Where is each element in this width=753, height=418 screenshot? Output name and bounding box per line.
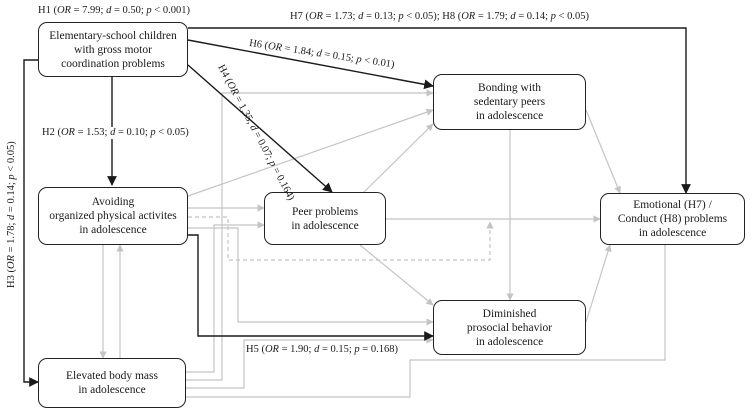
path-h1 [188, 27, 691, 194]
label-h7-or-symbol: OR [308, 11, 323, 22]
label-h3-or: 1.78 [6, 225, 17, 244]
label-h1-p-symbol: p [146, 5, 152, 16]
label-h5-d: 0.15 [330, 344, 349, 355]
box-bonding-line-3: in adolescence [475, 110, 544, 122]
path-h5 [188, 234, 434, 341]
path-prosocial-to-emotional [585, 244, 612, 323]
box-elementary-line-3: coordination problems [61, 57, 165, 70]
label-h7-p: < 0.05 [406, 11, 434, 22]
label-h1-d: 0.50 [122, 5, 141, 16]
path-h6 [187, 39, 434, 90]
box-avoiding-line-3: in adolescence [79, 224, 147, 236]
box-peer-problems-line-1: Peer problems [291, 205, 359, 218]
label-h6-d-symbol: d [315, 48, 323, 60]
path-body-to-emotional [186, 245, 666, 398]
label-h7-d-symbol: d [358, 11, 364, 22]
label-h6-p-symbol: p [355, 54, 363, 66]
label-h5-p: = 0.168 [362, 344, 395, 355]
label-h8-d-symbol: d [510, 11, 516, 22]
label-h3-d: 0.14 [6, 185, 17, 204]
box-prosocial-line-2: prosocial behavior [466, 321, 553, 334]
box-bonding: Bonding with sedentary peers in adolesce… [433, 74, 586, 130]
box-elementary-line-1: Elementary-school children [49, 29, 177, 42]
path-body-to-peer [186, 221, 265, 373]
label-h8-p: < 0.05 [558, 11, 586, 22]
label-h2-id: H2 [42, 127, 55, 138]
box-bonding-line-1: Bonding with [478, 82, 541, 94]
label-h2-or-symbol: OR [60, 127, 75, 138]
box-elementary: Elementary-school children with gross mo… [38, 22, 188, 77]
label-h8-or-symbol: OR [461, 11, 476, 22]
label-h5: H5 (OR = 1.90; d = 0.15; p = 0.168) [246, 344, 398, 355]
label-h1-id: H1 [38, 5, 51, 16]
label-h8-d: 0.14 [526, 11, 546, 22]
path-h3 [23, 59, 40, 387]
box-elementary-line-2: with gross motor [74, 43, 152, 56]
box-bonding-line-2: sedentary peers [473, 96, 546, 108]
box-peer-problems-line-2: in adolescence [291, 219, 359, 232]
label-h6-d: 0.15 [331, 50, 352, 65]
secondary-paths [99, 89, 666, 398]
label-h6-or: 1.84 [292, 44, 312, 59]
label-h7-or: 1.73 [334, 11, 353, 22]
label-h1-or-symbol: OR [56, 5, 71, 16]
label-h3-p: < 0.05 [6, 144, 17, 172]
box-body-mass-line-2: in adolescence [78, 384, 146, 396]
box-prosocial-line-1: Diminished [482, 307, 537, 320]
path-peer-to-bonding [359, 123, 434, 197]
box-avoiding: Avoiding organized physical activites in… [38, 187, 188, 245]
label-h8-or: 1.79 [486, 11, 505, 22]
label-h5-id: H5 [246, 344, 259, 355]
box-body-mass: Elevated body mass in adolescence [38, 358, 186, 408]
label-h1: H1 (OR = 7.99; d = 0.50; p < 0.001) [38, 5, 190, 16]
label-h2-p-symbol: p [150, 127, 156, 138]
box-avoiding-line-2: organized physical activites [49, 210, 177, 222]
path-avoiding-to-bonding [187, 108, 434, 197]
label-h5-d-symbol: d [314, 344, 320, 355]
label-h3-or-symbol: OR [6, 255, 17, 270]
label-h3: H3 (OR = 1.78; d = 0.14; p < 0.05) [6, 141, 17, 288]
path-avoiding-dashed [188, 216, 494, 261]
path-body-to-prosocial [186, 336, 434, 389]
path-bonding-to-emotional [585, 109, 621, 194]
label-h7-p-symbol: p [398, 11, 404, 22]
label-h3-d-symbol: d [6, 214, 17, 220]
label-h1-d-symbol: d [106, 5, 112, 16]
box-prosocial-line-3: in adolescence [475, 335, 544, 348]
label-h5-or-symbol: OR [264, 344, 279, 355]
box-prosocial: Diminished prosocial behavior in adolesc… [433, 300, 586, 355]
label-h8-id: H8 [442, 11, 456, 22]
label-h3-p-symbol: p [6, 174, 17, 180]
box-avoiding-line-1: Avoiding [91, 196, 135, 208]
label-h6-id: H6 [248, 38, 263, 51]
path-h4 [187, 64, 333, 193]
label-h1-or: 7.99 [82, 5, 101, 16]
path-peer-to-prosocial [359, 244, 434, 306]
path-avoiding-to-prosocial [188, 227, 434, 326]
label-h2-d: 0.10 [126, 127, 145, 138]
path-body-to-bonding [186, 89, 434, 381]
box-emotional: Emotional (H7) / Conduct (H8) problems i… [600, 193, 745, 245]
label-h8-p-symbol: p [550, 11, 556, 22]
box-emotional-line-1: Emotional (H7) / [633, 199, 712, 211]
label-h7-id: H7 [290, 11, 303, 22]
label-h5-or: 1.90 [290, 344, 309, 355]
label-h2-d-symbol: d [110, 127, 116, 138]
box-peer-problems: Peer problems in adolescence [264, 192, 386, 245]
box-body-mass-line-1: Elevated body mass [66, 370, 158, 382]
label-h4-d-symbol: d [247, 123, 260, 133]
label-h7-h8: H7 (OR = 1.73; d = 0.13; p < 0.05); H8 (… [290, 11, 589, 22]
label-h5-p-symbol: p [354, 344, 360, 355]
label-h2: H2 (OR = 1.53; d = 0.10; p < 0.05) [42, 127, 189, 139]
label-h1-p: < 0.001 [154, 5, 187, 16]
box-emotional-line-2: Conduct (H8) problems [617, 213, 728, 225]
label-h7-d: 0.13 [374, 11, 393, 22]
box-emotional-line-3: in adolescence [638, 227, 707, 239]
label-h3-id: H3 [6, 275, 17, 288]
label-h2-p: < 0.05 [158, 127, 186, 138]
label-h6-or-symbol: OR [267, 40, 283, 54]
main-paths [23, 27, 691, 387]
label-h2-or: 1.53 [86, 127, 105, 138]
